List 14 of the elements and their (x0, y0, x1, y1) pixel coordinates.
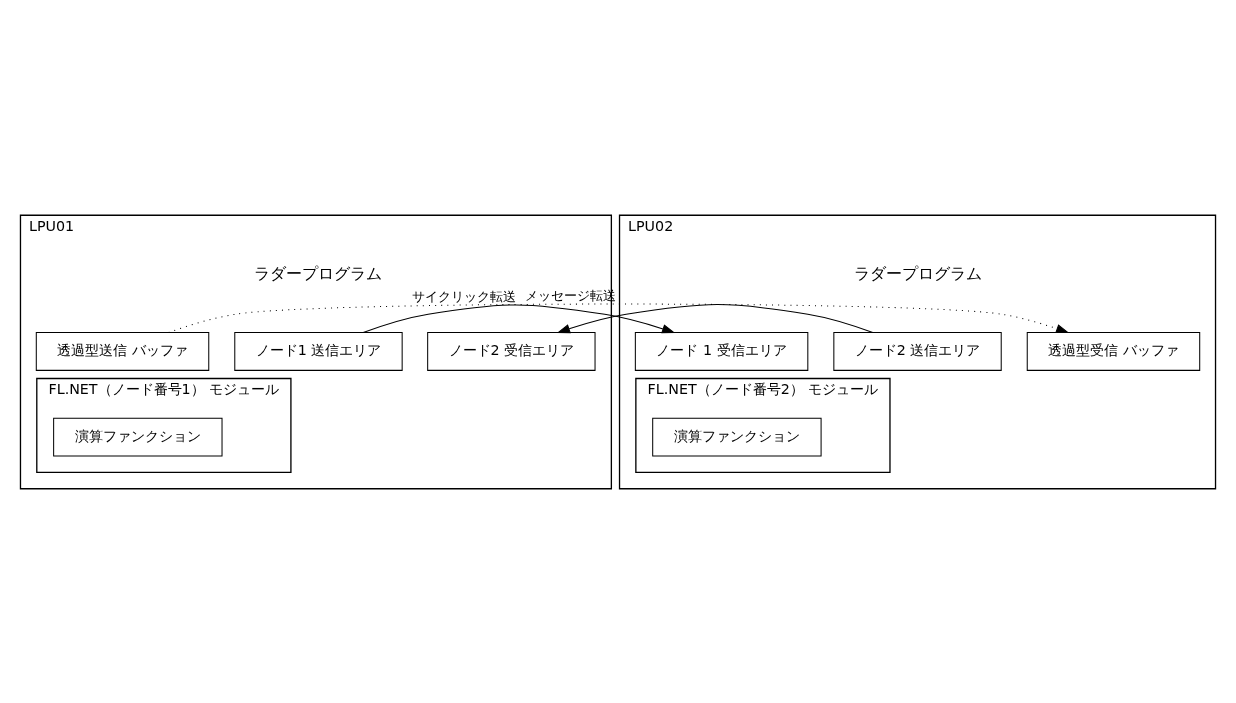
node-box: ノード2 受信エリア (427, 331, 596, 371)
node-box: 透過型受信 バッファ (1026, 331, 1201, 371)
node-box: ノード 1 受信エリア (634, 331, 809, 371)
node-box: 演算ファンクション (53, 417, 223, 457)
arrow (556, 303, 874, 333)
label: ラダープログラム (853, 263, 982, 283)
label: ラダープログラム (254, 263, 383, 283)
edge-label: サイクリック転送 (412, 288, 517, 304)
node-box: ノード2 送信エリア (833, 331, 1002, 371)
node-box: ノード1 送信エリア (234, 331, 403, 371)
node-box: 透過型送信 バッファ (35, 331, 210, 371)
node-box: 演算ファンクション (652, 417, 822, 457)
arrow (362, 303, 676, 333)
arrow (168, 303, 1070, 333)
